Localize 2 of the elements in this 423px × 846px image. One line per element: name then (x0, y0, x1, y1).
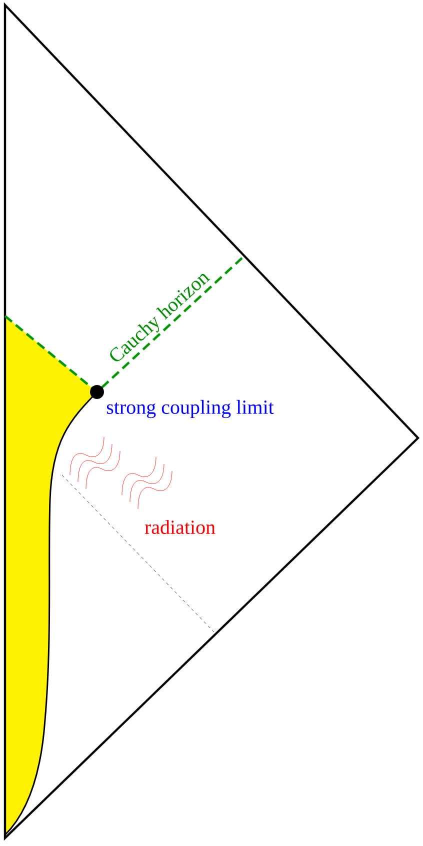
diagram-label: radiation (144, 520, 216, 534)
diagram-label: strong coupling limit (106, 400, 274, 418)
